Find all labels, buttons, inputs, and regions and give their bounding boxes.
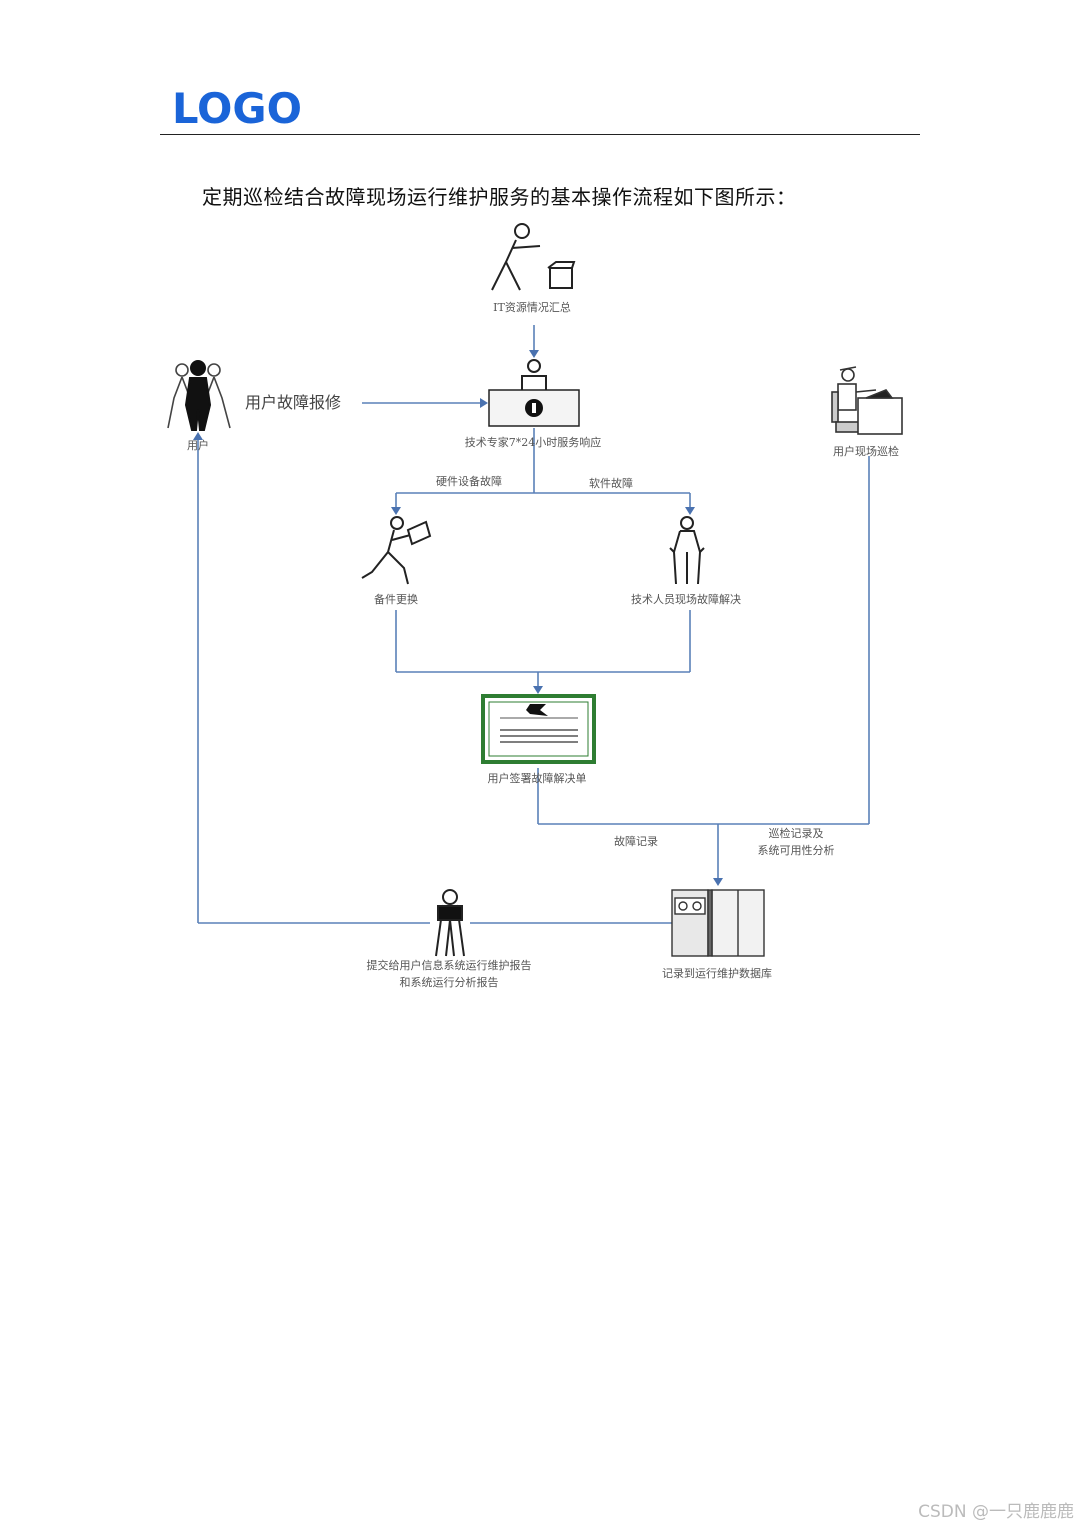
database-node: 记录到运行维护数据库 — [662, 889, 772, 980]
spare-replace-label: 备件更换 — [374, 592, 418, 606]
database-label: 记录到运行维护数据库 — [662, 966, 772, 980]
sign-form-label: 用户签署故障解决单 — [488, 771, 587, 785]
sign-form-node: 用户签署故障解决单 — [481, 694, 596, 785]
tech-onsite-node: 技术人员现场故障解决 — [631, 516, 741, 606]
it-summary-node: IT资源情况汇总 — [491, 223, 576, 314]
inspection-record-label-2: 系统可用性分析 — [758, 843, 835, 857]
person-with-report-icon — [435, 889, 465, 957]
intro-paragraph: 定期巡检结合故障现场运行维护服务的基本操作流程如下图所示： — [202, 185, 797, 209]
connectors — [193, 325, 870, 924]
logo: LOGO — [172, 84, 302, 128]
tech-onsite-label: 技术人员现场故障解决 — [631, 592, 741, 606]
users-label: 用户 — [187, 438, 209, 452]
header-rule — [160, 134, 920, 135]
software-fault-label: 软件故障 — [589, 476, 633, 490]
technician-standing-icon — [669, 516, 705, 585]
user-report-label: 用户故障报修 — [245, 393, 341, 412]
inspection-record-label-1: 巡检记录及 — [769, 826, 824, 840]
expert-response-label: 技术专家7*24小时服务响应 — [465, 435, 602, 449]
users-node: 用户 — [167, 360, 231, 452]
onsite-inspection-label: 用户现场巡检 — [833, 444, 899, 458]
logo-text: LOGO — [172, 84, 302, 128]
fault-record-label: 故障记录 — [614, 834, 658, 848]
report-label-2: 和系统运行分析报告 — [400, 975, 499, 989]
hardware-fault-label: 硬件设备故障 — [436, 474, 502, 488]
certificate-icon — [481, 694, 596, 764]
user-group-icon — [167, 360, 231, 431]
csdn-watermark: CSDN @一只鹿鹿鹿 — [918, 1502, 1074, 1522]
server-cabinet-icon — [671, 889, 765, 957]
onsite-inspection-node: 用户现场巡检 — [831, 366, 903, 458]
person-carrying-part-icon — [361, 516, 432, 585]
report-node: 提交给用户信息系统运行维护报告 和系统运行分析报告 — [367, 889, 532, 989]
spare-replace-node: 备件更换 — [361, 516, 432, 606]
it-summary-label: IT资源情况汇总 — [493, 300, 571, 314]
person-with-box-icon — [491, 223, 576, 291]
technician-at-desk-icon — [831, 366, 903, 435]
support-desk-icon — [488, 359, 580, 427]
expert-response-node: 技术专家7*24小时服务响应 — [465, 359, 602, 449]
report-label-1: 提交给用户信息系统运行维护报告 — [367, 958, 532, 972]
